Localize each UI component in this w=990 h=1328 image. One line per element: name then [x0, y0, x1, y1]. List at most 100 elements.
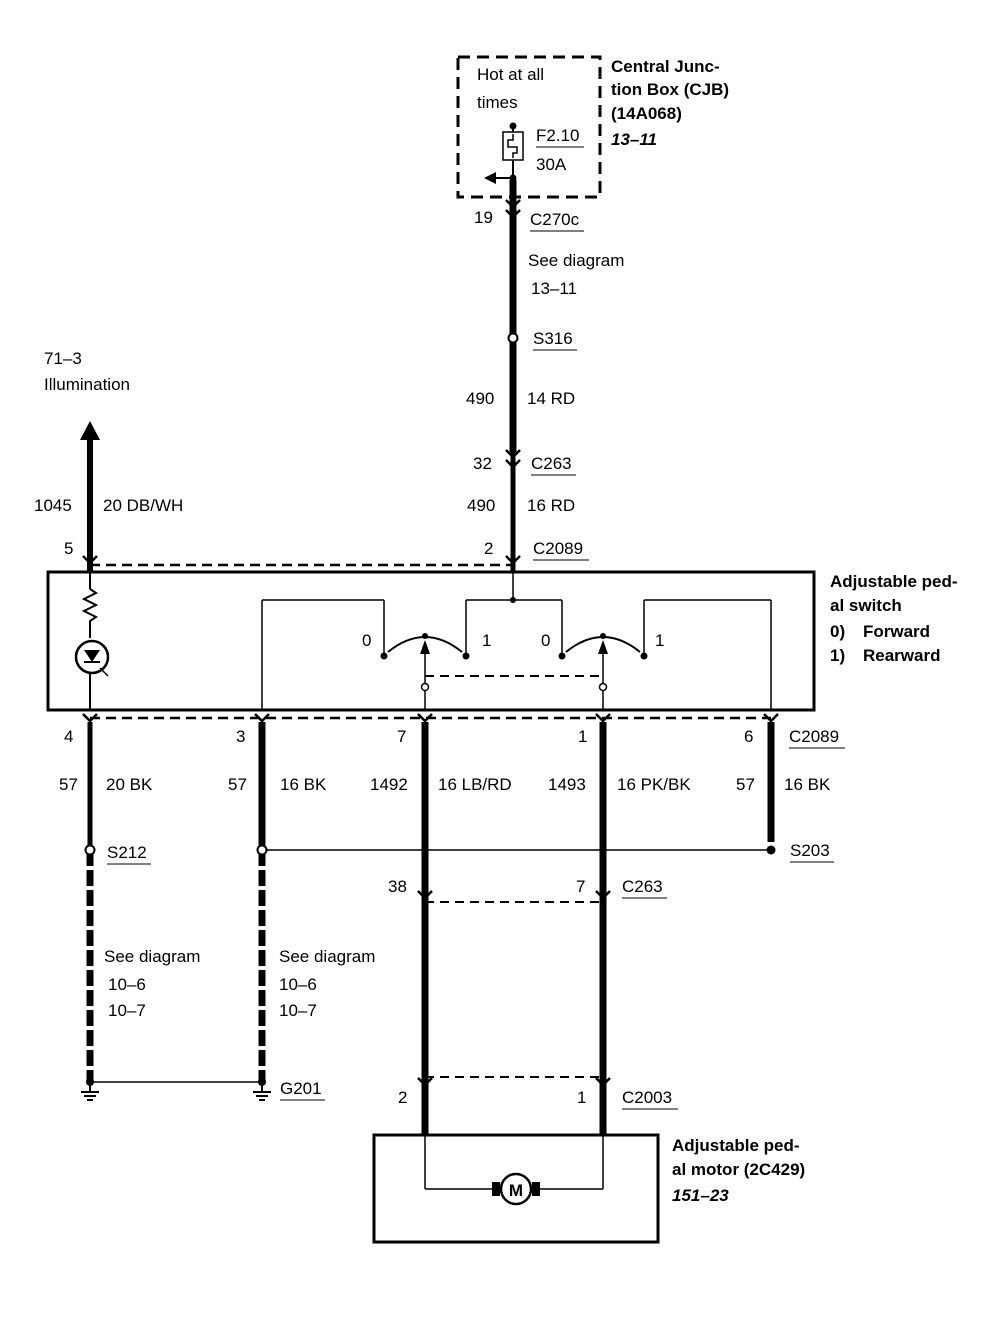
c263-upper-connector: C263	[531, 454, 572, 473]
circuit-1493: 1493	[548, 775, 586, 794]
see-diagram-b: See diagram	[279, 947, 375, 966]
motor-symbol: M	[509, 1181, 523, 1200]
circuit-57-a: 57	[59, 775, 78, 794]
sw-left-pos0: 0	[362, 631, 371, 650]
switch-box	[46, 570, 816, 712]
c263-upper-connector-icon-2	[505, 459, 521, 469]
c270c-connector-icon	[505, 199, 521, 209]
sw-right-pos0: 0	[541, 631, 550, 650]
circuit-1492: 1492	[370, 775, 408, 794]
illum-arrow-icon	[80, 421, 100, 440]
ground-left-icon	[81, 1086, 99, 1101]
feed-circuit-2: 490	[467, 496, 495, 515]
lamp-diode-icon	[84, 650, 100, 662]
cjb-hot-label-2: times	[477, 93, 518, 112]
sw-gang-node-left	[420, 682, 430, 692]
c270c-pin: 19	[474, 208, 493, 227]
c2003-pin-2: 2	[398, 1088, 407, 1107]
c2089-lower-conn-7-icon	[417, 713, 433, 723]
switch-name-1: Adjustable ped-	[830, 572, 958, 591]
motor-icon	[499, 1172, 533, 1206]
c2089-lower-conn-1-icon	[595, 713, 611, 723]
s212-splice	[84, 844, 96, 856]
c2089-lower-pin-1: 1	[578, 727, 587, 746]
lamp-icon	[74, 639, 110, 675]
c2089-lower-conn-3-icon	[254, 713, 270, 723]
illum-ref: 71–3	[44, 349, 82, 368]
c2089-lower-pin-7: 7	[397, 727, 406, 746]
wire-20bk-label: 20 BK	[106, 775, 153, 794]
see-diagram-b-ref2: 10–7	[279, 1001, 317, 1020]
illum-circuit: 1045	[34, 496, 72, 515]
circuit-57-b: 57	[228, 775, 247, 794]
illum-label: Illumination	[44, 375, 130, 394]
c2089-upper-pin-5: 5	[64, 539, 73, 558]
feed-wire-label: 14 RD	[527, 389, 575, 408]
motor-ref: 151–23	[672, 1186, 729, 1205]
s212-label: S212	[107, 843, 147, 862]
cjb-tap-arrow-icon	[484, 172, 496, 184]
switch-name-2: al switch	[830, 596, 902, 615]
c263-lower-connector: C263	[622, 877, 663, 896]
c270c-connector-icon-2	[505, 209, 521, 219]
sw-right-pos1: 1	[655, 631, 664, 650]
c2003-pin-1: 1	[577, 1088, 586, 1107]
feed-wire-label-2: 16 RD	[527, 496, 575, 515]
c2089-upper-pin-2: 2	[484, 539, 493, 558]
motor-box	[372, 1133, 660, 1244]
c2003-conn-a-icon	[417, 1077, 433, 1087]
s203-label: S203	[790, 841, 830, 860]
ground-node-left	[86, 1078, 94, 1086]
cjb-hot-label-1: Hot at all	[477, 65, 544, 84]
see-diagram-a-ref2: 10–7	[108, 1001, 146, 1020]
see-diagram-b-ref1: 10–6	[279, 975, 317, 994]
fuse-element-icon	[507, 134, 518, 158]
c2003-connector: C2003	[622, 1088, 672, 1107]
sw-pivot-left	[422, 633, 428, 639]
see-diagram-a-ref1: 10–6	[108, 975, 146, 994]
sw-left-pos1: 1	[482, 631, 491, 650]
illum-wire-label: 20 DB/WH	[103, 496, 183, 515]
c270c-connector: C270c	[530, 210, 580, 229]
c263-lower-conn-a-icon	[417, 890, 433, 900]
wire-16bk-label-b: 16 BK	[784, 775, 831, 794]
c2089-lower-conn-6-icon	[763, 713, 779, 723]
s316-label: S316	[533, 329, 573, 348]
s203-left-node	[256, 844, 268, 856]
circuit-57-c: 57	[736, 775, 755, 794]
fuse-id: F2.10	[536, 126, 579, 145]
switch-pos1-label: Rearward	[863, 646, 940, 665]
s316-splice	[507, 332, 519, 344]
lamp-arrow-icon	[99, 667, 109, 677]
sw-contact-left-0	[380, 652, 388, 660]
sw-pivot-right	[600, 633, 606, 639]
ground-right-icon	[253, 1086, 271, 1101]
c263-lower-conn-b-icon	[595, 890, 611, 900]
motor-brush-right	[532, 1182, 540, 1196]
motor-brush-left	[492, 1182, 500, 1196]
s203-splice	[766, 845, 776, 855]
c263-upper-connector-icon	[505, 449, 521, 459]
c2089-lower-connector: C2089	[789, 727, 839, 746]
wire-16pkbk-label: 16 PK/BK	[617, 775, 691, 794]
g201-label: G201	[280, 1079, 322, 1098]
feed-see-diagram: See diagram	[528, 251, 624, 270]
c2089-lower-pin-4: 4	[64, 727, 73, 746]
sw-pivot-left-arrow-icon	[420, 640, 430, 654]
c263-lower-pin-38: 38	[388, 877, 407, 896]
feed-circuit: 490	[466, 389, 494, 408]
wire-16bk-label-a: 16 BK	[280, 775, 327, 794]
cjb-name-3: (14A068)	[611, 104, 682, 123]
c2089-lower-pin-6: 6	[744, 727, 753, 746]
sw-contact-right-0	[558, 652, 566, 660]
cjb-ref: 13–11	[611, 130, 657, 149]
switch-pos0-label: Forward	[863, 622, 930, 641]
sw-pivot-right-arrow-icon	[598, 640, 608, 654]
sw-gang-node-right	[598, 682, 608, 692]
motor-name-1: Adjustable ped-	[672, 1136, 800, 1155]
ground-node-right	[258, 1078, 266, 1086]
c2089-lower-pin-3: 3	[236, 727, 245, 746]
cjb-name-1: Central Junc-	[611, 57, 720, 76]
see-diagram-a: See diagram	[104, 947, 200, 966]
sw-feed-node	[510, 597, 516, 603]
